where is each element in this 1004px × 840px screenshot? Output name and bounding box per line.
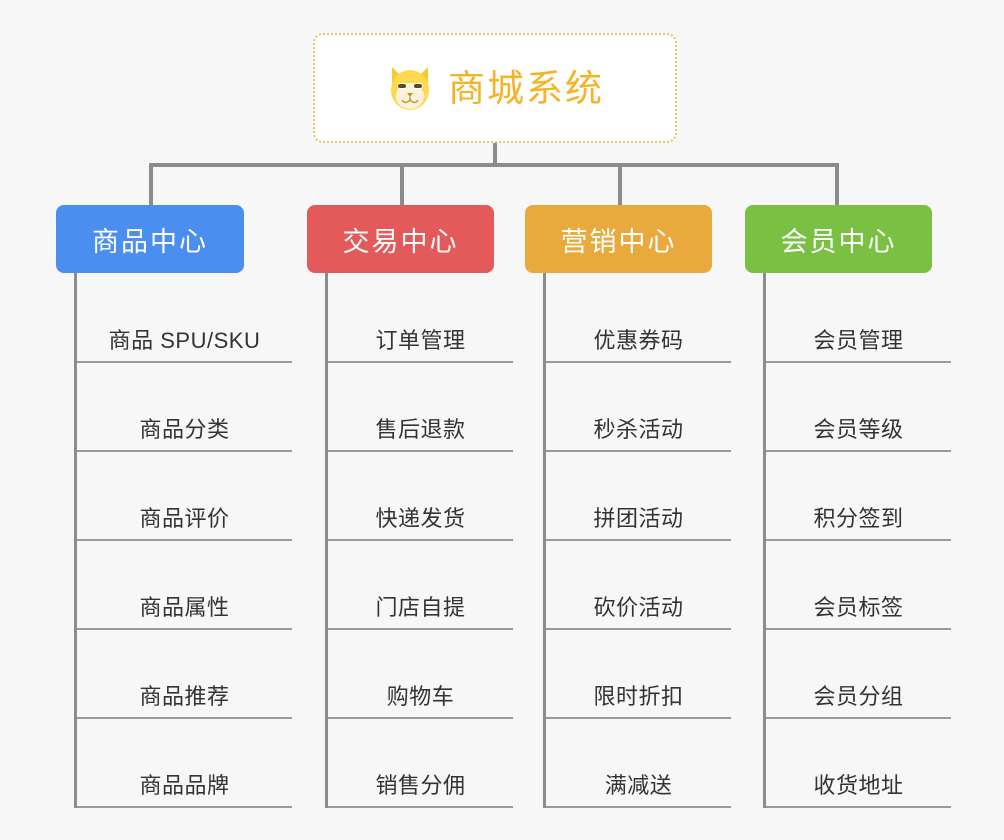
list-item[interactable]: 商品属性 bbox=[77, 541, 292, 630]
list-item[interactable]: 商品评价 bbox=[77, 452, 292, 541]
leaf-label: 会员等级 bbox=[813, 417, 904, 442]
list-item[interactable]: 购物车 bbox=[328, 630, 513, 719]
leaf-label: 商品推荐 bbox=[139, 684, 230, 709]
list-item[interactable]: 收货地址 bbox=[766, 719, 951, 808]
leaf-label: 积分签到 bbox=[813, 506, 904, 531]
leaf-label: 商品 SPU/SKU bbox=[108, 328, 261, 353]
leaf-label: 限时折扣 bbox=[593, 684, 684, 709]
list-item[interactable]: 优惠券码 bbox=[546, 273, 731, 363]
leaf-label: 商品分类 bbox=[139, 417, 230, 442]
connector-drop-member-center bbox=[835, 163, 839, 205]
list-item[interactable]: 限时折扣 bbox=[546, 630, 731, 719]
list-item[interactable]: 拼团活动 bbox=[546, 452, 731, 541]
leaf-label: 商品评价 bbox=[139, 506, 230, 531]
column-member-center: 会员中心 会员管理 会员等级 积分签到 会员标签 会员分组 收货地址 bbox=[745, 205, 960, 808]
category-label: 交易中心 bbox=[342, 226, 459, 257]
leaf-list-marketing-center: 优惠券码 秒杀活动 拼团活动 砍价活动 限时折扣 满减送 bbox=[543, 273, 731, 808]
list-item[interactable]: 砍价活动 bbox=[546, 541, 731, 630]
leaf-label: 会员标签 bbox=[813, 595, 904, 620]
leaf-label: 商品品牌 bbox=[139, 773, 230, 798]
list-item[interactable]: 会员标签 bbox=[766, 541, 951, 630]
leaf-label: 拼团活动 bbox=[593, 506, 684, 531]
root-node[interactable]: 商城系统 bbox=[313, 33, 677, 143]
leaf-label: 快递发货 bbox=[375, 506, 466, 531]
leaf-label: 销售分佣 bbox=[375, 773, 466, 798]
leaf-label: 售后退款 bbox=[375, 417, 466, 442]
leaf-list-trade-center: 订单管理 售后退款 快递发货 门店自提 购物车 销售分佣 bbox=[325, 273, 513, 808]
leaf-label: 砍价活动 bbox=[593, 595, 684, 620]
leaf-label: 商品属性 bbox=[139, 595, 230, 620]
leaf-label: 满减送 bbox=[604, 773, 673, 798]
list-item[interactable]: 售后退款 bbox=[328, 363, 513, 452]
category-member-center[interactable]: 会员中心 bbox=[745, 205, 932, 273]
category-marketing-center[interactable]: 营销中心 bbox=[525, 205, 712, 273]
list-item[interactable]: 商品推荐 bbox=[77, 630, 292, 719]
connector-drop-product-center bbox=[149, 163, 153, 205]
connector-drop-trade-center bbox=[400, 163, 404, 205]
list-item[interactable]: 商品品牌 bbox=[77, 719, 292, 808]
leaf-list-member-center: 会员管理 会员等级 积分签到 会员标签 会员分组 收货地址 bbox=[763, 273, 951, 808]
category-label: 会员中心 bbox=[780, 226, 897, 257]
list-item[interactable]: 销售分佣 bbox=[328, 719, 513, 808]
list-item[interactable]: 满减送 bbox=[546, 719, 731, 808]
leaf-label: 购物车 bbox=[386, 684, 455, 709]
list-item[interactable]: 会员管理 bbox=[766, 273, 951, 363]
shiba-dog-icon bbox=[391, 67, 429, 110]
connector-drop-marketing-center bbox=[618, 163, 622, 205]
list-item[interactable]: 订单管理 bbox=[328, 273, 513, 363]
leaf-label: 秒杀活动 bbox=[593, 417, 684, 442]
list-item[interactable]: 积分签到 bbox=[766, 452, 951, 541]
list-item[interactable]: 门店自提 bbox=[328, 541, 513, 630]
leaf-label: 会员管理 bbox=[813, 328, 904, 353]
list-item[interactable]: 会员分组 bbox=[766, 630, 951, 719]
leaf-label: 订单管理 bbox=[375, 328, 466, 353]
list-item[interactable]: 商品分类 bbox=[77, 363, 292, 452]
leaf-label: 优惠券码 bbox=[593, 328, 684, 353]
category-product-center[interactable]: 商品中心 bbox=[56, 205, 244, 273]
category-label: 营销中心 bbox=[560, 226, 677, 257]
connector-horizontal-bus bbox=[149, 163, 837, 167]
category-label: 商品中心 bbox=[92, 226, 208, 257]
leaf-list-product-center: 商品 SPU/SKU 商品分类 商品评价 商品属性 商品推荐 商品品牌 bbox=[74, 273, 292, 808]
leaf-label: 门店自提 bbox=[375, 595, 466, 620]
root-title: 商城系统 bbox=[448, 67, 604, 109]
list-item[interactable]: 会员等级 bbox=[766, 363, 951, 452]
column-trade-center: 交易中心 订单管理 售后退款 快递发货 门店自提 购物车 销售分佣 bbox=[307, 205, 527, 808]
leaf-label: 会员分组 bbox=[813, 684, 904, 709]
list-item[interactable]: 商品 SPU/SKU bbox=[77, 273, 292, 363]
list-item[interactable]: 秒杀活动 bbox=[546, 363, 731, 452]
column-product-center: 商品中心 商品 SPU/SKU 商品分类 商品评价 商品属性 商品推荐 商品品牌 bbox=[56, 205, 306, 808]
leaf-label: 收货地址 bbox=[813, 773, 904, 798]
connector-root-stem bbox=[493, 143, 497, 165]
category-trade-center[interactable]: 交易中心 bbox=[307, 205, 494, 273]
list-item[interactable]: 快递发货 bbox=[328, 452, 513, 541]
column-marketing-center: 营销中心 优惠券码 秒杀活动 拼团活动 砍价活动 限时折扣 满减送 bbox=[525, 205, 740, 808]
